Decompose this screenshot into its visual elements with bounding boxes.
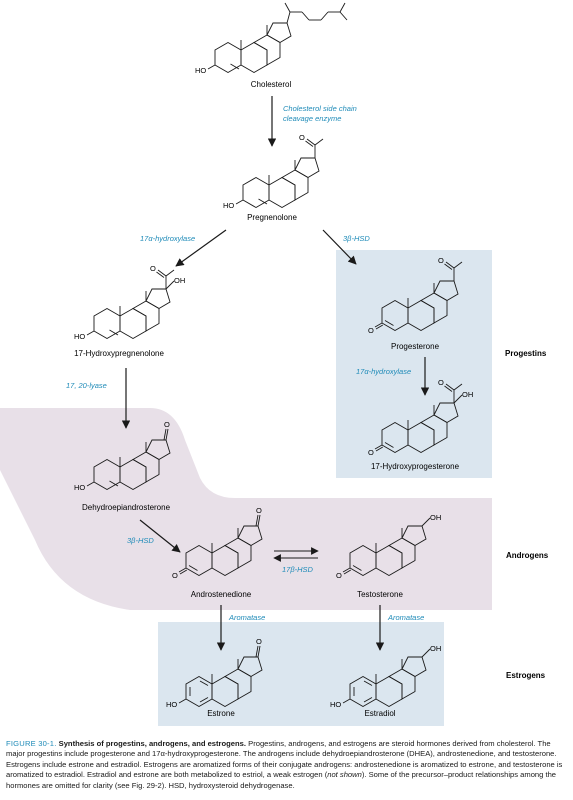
arrow-pregnenolone-progesterone (322, 229, 357, 265)
caption-body-em: not shown (327, 770, 362, 780)
estrogens-group-label: Estrogens (506, 671, 546, 680)
hydroxypregnenolone-label: 17-Hydroxypregnenolone (74, 349, 164, 358)
caption-body-1: Progestins, androgens, and estrogens are… (6, 739, 563, 780)
androstenedione-label: Androstenedione (191, 590, 252, 599)
figure-title: Synthesis of progestins, androgens, and … (58, 739, 246, 748)
arrow-pregnenolone-17oh (175, 229, 227, 267)
testosterone-structure: OH O (336, 513, 441, 580)
oh-label: OH (430, 644, 441, 653)
o-label: O (256, 637, 262, 646)
hydroxylase-right-label: 17α-hydroxylase (356, 367, 411, 376)
ho-label: HO (74, 332, 85, 341)
figure-caption: FIGURE 30-1. Synthesis of progestins, an… (6, 739, 568, 791)
oh-label: OH (462, 390, 473, 399)
cholesterol-structure: HO (195, 2, 348, 75)
cholesterol-label: Cholesterol (251, 80, 292, 89)
o-label: O (368, 448, 374, 457)
o-label: O (299, 133, 305, 142)
estrone-structure: O HO (166, 637, 263, 709)
progesterone-label: Progesterone (391, 342, 440, 351)
figure-number: FIGURE 30-1. (6, 739, 57, 748)
hsd-top-label: 3β-HSD (343, 234, 370, 243)
pregnenolone-structure: O HO (223, 133, 324, 210)
estradiol-label: Estradiol (364, 709, 395, 718)
caption-body-2: ). Some of the precursor–product relatio… (6, 770, 557, 790)
o-label: O (438, 378, 444, 387)
steroid-synthesis-diagram: HO Cholesterol Cholesterol side chain cl… (0, 2, 549, 726)
oh-label: OH (174, 276, 185, 285)
o-label: O (256, 506, 262, 515)
hydroxylase-left-label: 17α-hydroxylase (140, 234, 195, 243)
progestins-panel (336, 250, 492, 478)
pregnenolone-label: Pregnenolone (247, 213, 297, 222)
ho-label: HO (166, 700, 177, 709)
ho-label: HO (195, 66, 206, 75)
ho-label: HO (74, 483, 85, 492)
hydroxyprogesterone-label: 17-Hydroxyprogesterone (371, 462, 460, 471)
oh-label: OH (430, 513, 441, 522)
o-label: O (172, 571, 178, 580)
lyase-label: 17, 20-lyase (66, 381, 107, 390)
ho-label: HO (223, 201, 234, 210)
hydroxypregnenolone-structure: O OH HO (74, 264, 185, 341)
testosterone-label: Testosterone (357, 590, 403, 599)
estrogens-panel (158, 622, 444, 726)
scc-enzyme-label-2: cleavage enzyme (283, 114, 341, 123)
o-label: O (164, 420, 170, 429)
o-label: O (368, 326, 374, 335)
estrone-label: Estrone (207, 709, 235, 718)
hsd-androgen-label: 3β-HSD (127, 536, 154, 545)
androstenedione-structure: O O (172, 506, 263, 580)
dhea-structure: O HO (74, 420, 171, 492)
estradiol-structure: OH HO (330, 644, 441, 709)
hydroxyprogesterone-structure: O OH O (368, 378, 473, 457)
aromatase-left-label: Aromatase (228, 613, 265, 622)
o-label: O (150, 264, 156, 273)
arrow-dhea-androstenedione (139, 519, 181, 553)
progestins-group-label: Progestins (505, 349, 547, 358)
o-label: O (336, 571, 342, 580)
o-label: O (438, 256, 444, 265)
dhea-label: Dehydroepiandrosterone (82, 503, 171, 512)
scc-enzyme-label-1: Cholesterol side chain (283, 104, 357, 113)
aromatase-right-label: Aromatase (387, 613, 424, 622)
hsd-17b-label: 17β-HSD (282, 565, 314, 574)
ho-label: HO (330, 700, 341, 709)
androgens-group-label: Androgens (506, 551, 549, 560)
progesterone-structure: O O (368, 256, 463, 335)
androgens-panel (0, 408, 492, 610)
